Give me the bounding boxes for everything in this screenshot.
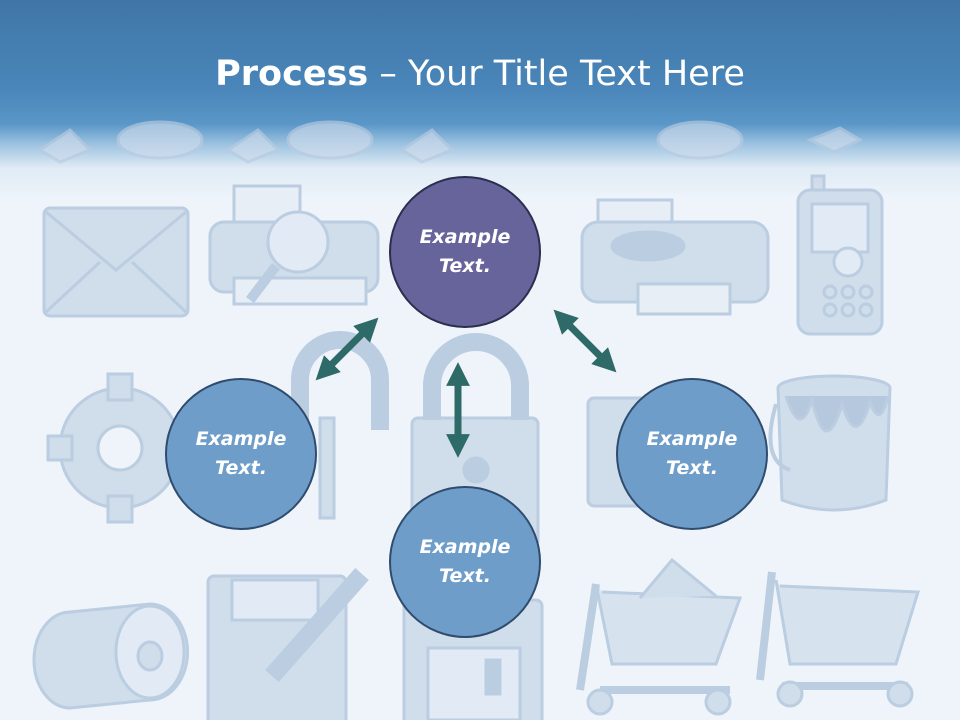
shopping-cart-icon — [576, 557, 921, 716]
node-top-line1: Example — [419, 226, 511, 248]
printer-icon — [208, 184, 380, 306]
mobile-phone-icon — [796, 174, 884, 336]
fax-icon — [580, 198, 770, 316]
floppy-disk-icon — [206, 568, 544, 720]
top-row-icons — [37, 120, 864, 164]
paint-bucket-icon — [768, 374, 892, 512]
node-top: Example Text. — [389, 176, 541, 328]
node-bottom-line1: Example — [419, 536, 511, 558]
title-bold: Process — [215, 54, 369, 94]
node-left: Example Text. — [165, 378, 317, 530]
node-bottom-line2: Text. — [439, 565, 491, 587]
node-bottom: Example Text. — [389, 486, 541, 638]
node-right-line1: Example — [646, 428, 738, 450]
node-left-line2: Text. — [215, 457, 267, 479]
node-left-line1: Example — [195, 428, 287, 450]
arrow-top-right — [553, 309, 617, 373]
node-top-line2: Text. — [439, 255, 491, 277]
node-right-line2: Text. — [666, 457, 718, 479]
gear-icon — [46, 372, 194, 524]
arrow-top-left — [315, 317, 379, 381]
slide-title: Process – Your Title Text Here — [0, 52, 960, 96]
roll-icon — [32, 602, 190, 710]
title-rest: – Your Title Text Here — [368, 54, 745, 94]
node-right: Example Text. — [616, 378, 768, 530]
envelope-icon — [42, 206, 190, 318]
title-banner — [0, 0, 960, 200]
